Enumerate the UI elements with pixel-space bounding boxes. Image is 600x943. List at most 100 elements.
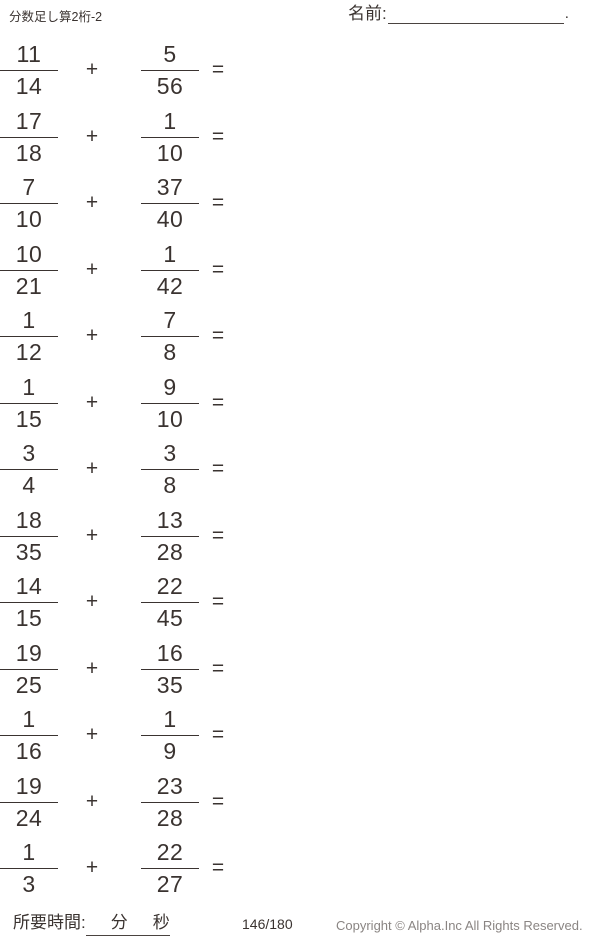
numerator: 22 [156, 839, 184, 865]
fraction-bar [141, 668, 199, 670]
elapsed-time-field: 所要時間: 分秒 [13, 912, 170, 936]
problem-row: 3 4 + 3 8 = [0, 438, 600, 505]
fraction-left: 10 21 [0, 239, 58, 301]
fraction-bar [141, 336, 199, 337]
plus-operator: + [85, 523, 99, 547]
worksheet-header: 分数足し算2桁-2 名前: . [0, 0, 600, 36]
denominator: 27 [156, 871, 184, 897]
fraction-left: 3 4 [0, 438, 58, 500]
fraction-bar [141, 269, 199, 271]
plus-operator: + [85, 124, 99, 148]
fraction-bar [141, 602, 199, 603]
seconds-unit: 秒 [152, 913, 170, 932]
plus-operator: + [85, 191, 99, 214]
name-input-blank[interactable] [387, 6, 564, 24]
fraction-right: 37 40 [141, 172, 199, 234]
numerator: 7 [163, 307, 177, 333]
fraction-left: 17 18 [0, 106, 58, 168]
problem-list: 11 14 + 5 56 = 17 18 + 1 10 = 7 10 [0, 39, 600, 904]
equals-operator: = [211, 590, 225, 613]
problem-row: 18 35 + 13 28 = [0, 505, 600, 572]
numerator: 11 [16, 41, 42, 67]
numerator: 1 [22, 706, 36, 732]
fraction-right: 1 9 [141, 704, 199, 766]
numerator: 3 [22, 440, 36, 466]
problem-row: 1 16 + 1 9 = [0, 704, 600, 771]
equals-operator: = [211, 856, 225, 879]
numerator: 1 [163, 706, 177, 732]
plus-operator: + [85, 656, 99, 680]
fraction-bar [141, 70, 199, 71]
numerator: 37 [156, 174, 184, 200]
problem-row: 19 24 + 23 28 = [0, 771, 600, 838]
numerator: 5 [163, 41, 177, 67]
denominator: 56 [156, 73, 184, 99]
problem-row: 1 3 + 22 27 = [0, 837, 600, 904]
denominator: 14 [15, 73, 43, 99]
fraction-bar [141, 868, 199, 869]
equals-operator: = [211, 789, 225, 813]
plus-operator: + [85, 390, 99, 414]
problem-row: 17 18 + 1 10 = [0, 106, 600, 173]
fraction-left: 18 35 [0, 505, 58, 567]
copyright-notice: Copyright © Alpha.Inc All Rights Reserve… [336, 918, 583, 933]
equals-operator: = [211, 58, 225, 81]
fraction-bar [141, 469, 199, 470]
fraction-bar [0, 535, 58, 537]
worksheet-footer: 所要時間: 分秒 146/180 Copyright © Alpha.Inc A… [0, 912, 600, 943]
plus-operator: + [85, 723, 99, 746]
denominator: 8 [163, 339, 177, 365]
plus-operator: + [85, 789, 99, 813]
fraction-bar [0, 801, 58, 803]
elapsed-time-label: 所要時間: [13, 913, 86, 932]
denominator: 45 [156, 605, 184, 631]
problem-row: 10 21 + 1 42 = [0, 239, 600, 306]
fraction-right: 1 42 [141, 239, 199, 301]
denominator: 16 [15, 738, 43, 764]
denominator: 40 [156, 206, 184, 232]
denominator: 12 [15, 339, 43, 365]
equals-operator: = [211, 324, 225, 347]
fraction-bar [141, 535, 199, 537]
numerator: 19 [15, 772, 43, 799]
fraction-right: 22 27 [141, 837, 199, 899]
numerator: 17 [15, 107, 43, 134]
name-field-period: . [564, 5, 569, 22]
numerator: 1 [22, 839, 36, 865]
equals-operator: = [211, 523, 225, 547]
problem-row: 7 10 + 37 40 = [0, 172, 600, 239]
fraction-right: 3 8 [141, 438, 199, 500]
equals-operator: = [211, 191, 225, 214]
denominator: 15 [15, 605, 43, 631]
fraction-left: 19 25 [0, 638, 58, 700]
fraction-left: 1 15 [0, 372, 58, 434]
fraction-bar [141, 801, 199, 803]
fraction-bar [0, 203, 58, 204]
denominator: 35 [156, 671, 184, 698]
fraction-left: 1 16 [0, 704, 58, 766]
denominator: 10 [15, 206, 43, 232]
elapsed-time-blanks[interactable]: 分秒 [85, 912, 170, 936]
plus-operator: + [85, 856, 99, 879]
fraction-bar [0, 269, 58, 271]
denominator: 21 [15, 272, 43, 299]
fraction-bar [141, 735, 199, 736]
numerator: 19 [15, 639, 43, 666]
fraction-left: 14 15 [0, 571, 58, 633]
fraction-left: 19 24 [0, 771, 58, 833]
fraction-right: 9 10 [141, 372, 199, 434]
denominator: 9 [163, 738, 177, 764]
name-field-label: 名前: [348, 4, 387, 23]
equals-operator: = [211, 390, 225, 414]
fraction-right: 23 28 [141, 771, 199, 833]
denominator: 25 [15, 671, 43, 698]
plus-operator: + [85, 58, 99, 81]
denominator: 10 [156, 139, 184, 166]
numerator: 22 [156, 573, 184, 599]
denominator: 15 [15, 405, 43, 432]
numerator: 14 [15, 573, 43, 599]
fraction-bar [0, 402, 58, 404]
numerator: 13 [156, 506, 184, 533]
page-title: 分数足し算2桁-2 [9, 10, 103, 24]
numerator: 18 [15, 506, 43, 533]
